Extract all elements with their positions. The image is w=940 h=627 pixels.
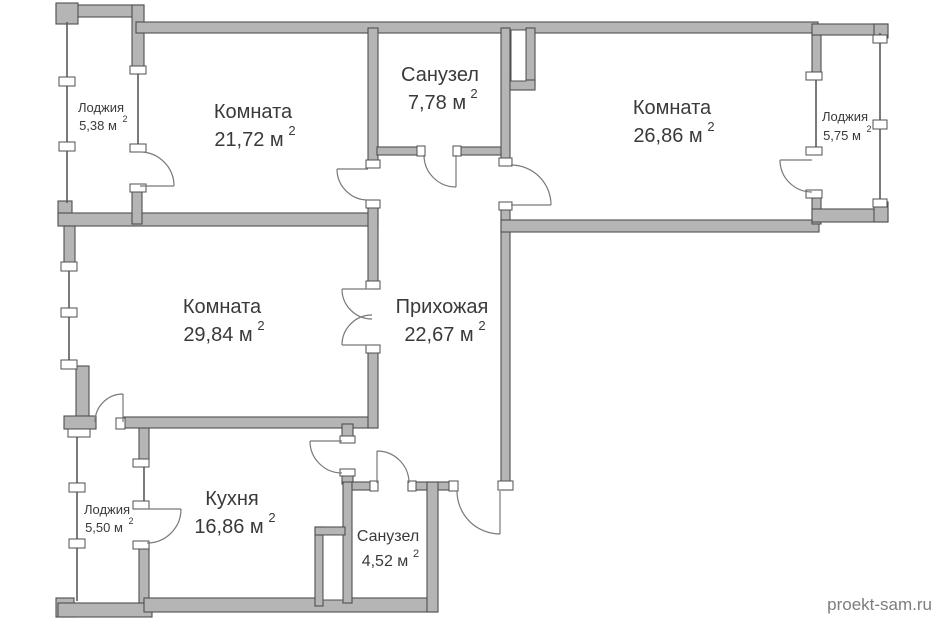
svg-text:2: 2	[122, 114, 127, 124]
svg-text:5,38 м: 5,38 м	[79, 118, 117, 133]
svg-text:26,86 м: 26,86 м	[633, 125, 702, 147]
svg-text:Лоджия: Лоджия	[822, 109, 868, 124]
svg-text:Прихожая: Прихожая	[396, 296, 489, 318]
room-label-room-26-86: Комната 26,86 м 2	[633, 97, 715, 147]
room-label-room-21-72: Комната 21,72 м 2	[214, 101, 296, 151]
room-labels: Лоджия 5,38 м 2 Комната 21,72 м 2 Санузе…	[78, 64, 872, 570]
svg-text:Лоджия: Лоджия	[84, 502, 130, 517]
svg-text:2: 2	[268, 510, 275, 525]
svg-text:Санузел: Санузел	[357, 528, 419, 545]
svg-text:Санузел: Санузел	[401, 64, 479, 86]
room-label-loggia-bottom-left: Лоджия 5,50 м 2	[84, 502, 134, 535]
svg-text:2: 2	[257, 318, 264, 333]
svg-text:4,52 м: 4,52 м	[362, 553, 409, 570]
svg-text:7,78 м: 7,78 м	[408, 92, 466, 114]
svg-text:Комната: Комната	[214, 101, 293, 123]
room-label-sanuzel-4-52: Санузел 4,52 м 2	[357, 528, 419, 570]
svg-text:2: 2	[478, 318, 485, 333]
room-label-loggia-right: Лоджия 5,75 м 2	[822, 109, 872, 143]
svg-text:21,72 м: 21,72 м	[214, 129, 283, 151]
svg-text:29,84 м: 29,84 м	[183, 324, 252, 346]
window-ticks	[58, 34, 888, 550]
svg-text:Кухня: Кухня	[205, 488, 259, 510]
svg-text:22,67 м: 22,67 м	[404, 324, 473, 346]
room-label-prihozhaya: Прихожая 22,67 м 2	[396, 296, 489, 346]
svg-text:Комната: Комната	[633, 97, 712, 119]
room-label-sanuzel-7-78: Санузел 7,78 м 2	[401, 64, 479, 114]
svg-text:2: 2	[413, 548, 419, 560]
duct-shafts	[322, 29, 527, 601]
svg-text:5,75 м: 5,75 м	[823, 128, 861, 143]
room-label-kitchen: Кухня 16,86 м 2	[194, 488, 275, 538]
watermark: proekt-sam.ru	[827, 595, 932, 614]
room-label-loggia-top-left: Лоджия 5,38 м 2	[78, 100, 128, 133]
svg-text:5,50 м: 5,50 м	[85, 520, 123, 535]
svg-text:16,86 м: 16,86 м	[194, 516, 263, 538]
svg-text:Лоджия: Лоджия	[78, 100, 124, 115]
svg-text:2: 2	[288, 123, 295, 138]
svg-text:Комната: Комната	[183, 296, 262, 318]
svg-text:2: 2	[866, 124, 871, 134]
svg-text:2: 2	[470, 86, 477, 101]
door-swings	[94, 151, 813, 544]
room-label-room-29-84: Комната 29,84 м 2	[183, 296, 265, 346]
svg-text:2: 2	[128, 516, 133, 526]
svg-text:2: 2	[707, 119, 714, 134]
